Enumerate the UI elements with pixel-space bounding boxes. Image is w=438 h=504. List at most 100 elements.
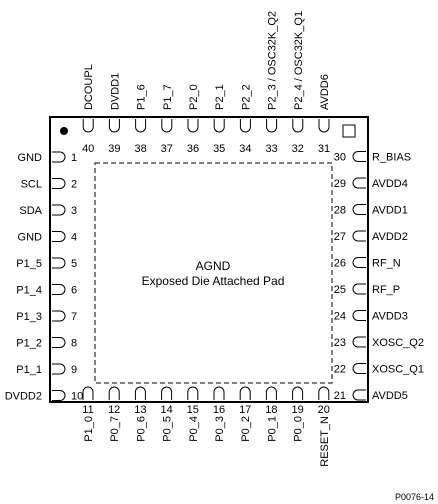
pin-pad-9 [52,363,66,375]
pin-pad-4 [52,231,66,242]
pin-number-15: 15 [187,404,199,416]
pin-name-2: SCL [21,179,42,191]
pin-name-17: P0_2 [240,416,252,442]
exposed-pad [94,162,333,384]
pin-name-18: P0_1 [266,416,278,442]
pin-pad-38 [135,119,147,133]
pin-number-30: 30 [334,152,346,164]
pin-pad-29 [352,177,366,189]
pin-pad-23 [352,336,366,348]
pin-name-4: GND [18,232,43,244]
pin-number-1: 1 [71,152,77,164]
pin-pad-17 [239,386,251,400]
pin-name-25: RF_P [372,284,400,296]
pin-pad-32 [292,119,304,133]
pin-name-9: P1_1 [16,364,42,376]
pin-number-40: 40 [82,143,94,155]
pin-pad-7 [52,310,66,322]
pin-name-20: RESET_N [319,416,331,467]
pin-pad-27 [352,230,366,242]
pin-number-18: 18 [265,404,277,416]
pin-pad-28 [352,204,366,215]
pin-number-24: 24 [334,311,346,323]
pin-pad-20 [318,386,330,400]
pin-number-4: 4 [71,232,77,244]
pin-number-31: 31 [318,143,330,155]
pin-name-32: P2_4 / OSC32K_Q1 [293,11,305,110]
pin-pad-37 [161,119,173,133]
pin-name-11: P1_0 [83,416,95,442]
pin-name-14: P0_5 [162,416,174,442]
pin-pad-18 [265,386,277,400]
pin-name-35: P2_1 [214,84,226,110]
pin-number-12: 12 [108,404,120,416]
pin1-indicator-dot [60,127,68,135]
pin-number-29: 29 [334,178,346,190]
pin-name-23: XOSC_Q2 [372,337,424,349]
pin-number-21: 21 [334,390,346,402]
pin-name-15: P0_4 [188,416,200,442]
pin-name-1: GND [18,152,43,164]
pin-pad-36 [187,119,199,133]
pin-name-21: AVDD5 [372,390,408,402]
pin-name-40: DCOUPL [83,64,95,110]
pad-description: Exposed Die Attached Pad [142,274,285,288]
pin-pad-24 [352,310,366,321]
pin-name-29: AVDD4 [372,178,408,190]
pin-name-27: AVDD2 [372,231,408,243]
pin-number-38: 38 [134,143,146,155]
pin-pad-39 [108,119,120,133]
pin-pad-3 [52,204,66,216]
pin-name-3: SDA [19,205,42,217]
pin-name-33: P2_3 / OSC32K_Q2 [267,11,279,110]
pin-name-30: R_BIAS [372,152,411,164]
pin-pad-5 [52,257,66,269]
pin-name-34: P2_2 [240,84,252,110]
pin-pad-16 [213,386,225,400]
pin-number-23: 23 [334,337,346,349]
pin-name-37: P1_7 [162,84,174,110]
pin-pad-19 [292,386,304,400]
corner-square-marker [342,124,356,138]
pin-number-37: 37 [161,143,173,155]
pin-pad-40 [82,119,94,133]
pin-number-5: 5 [71,258,77,270]
pin-name-16: P0_3 [214,416,226,442]
pin-name-24: AVDD3 [372,311,408,323]
pin-name-38: P1_6 [136,84,148,110]
pin-pad-22 [352,363,366,374]
pin-number-36: 36 [187,143,199,155]
pin-pad-13 [134,386,146,400]
pin-pad-8 [52,337,66,348]
figure-id: P0076-14 [395,492,434,502]
pin-number-25: 25 [334,284,346,296]
pin-number-28: 28 [334,205,346,217]
pin-number-13: 13 [134,404,146,416]
pin-pad-26 [352,257,366,268]
pin-pad-34 [239,119,251,133]
pin-pad-25 [352,283,366,295]
pin-name-10: DVDD2 [5,391,42,403]
pin-name-7: P1_3 [16,311,42,323]
pin-name-31: AVDD6 [319,74,331,110]
pin-pad-35 [213,119,225,133]
pin-name-6: P1_4 [16,285,42,297]
pin-name-13: P0_6 [135,416,147,442]
pin-number-34: 34 [239,143,251,155]
pin-number-39: 39 [108,143,120,155]
pin-number-35: 35 [213,143,225,155]
pin-name-36: P2_0 [188,84,200,110]
pin-number-9: 9 [71,364,77,376]
pin-pad-10 [52,390,66,401]
pin-number-17: 17 [239,404,251,416]
pin-number-20: 20 [318,404,330,416]
pin-number-2: 2 [71,179,77,191]
package-body [49,116,369,403]
pin-name-8: P1_2 [16,338,42,350]
pin-name-5: P1_5 [16,258,42,270]
pin-name-39: DVDD1 [109,73,121,110]
pin-number-3: 3 [71,205,77,217]
pin-number-26: 26 [334,258,346,270]
pin-number-19: 19 [291,404,303,416]
